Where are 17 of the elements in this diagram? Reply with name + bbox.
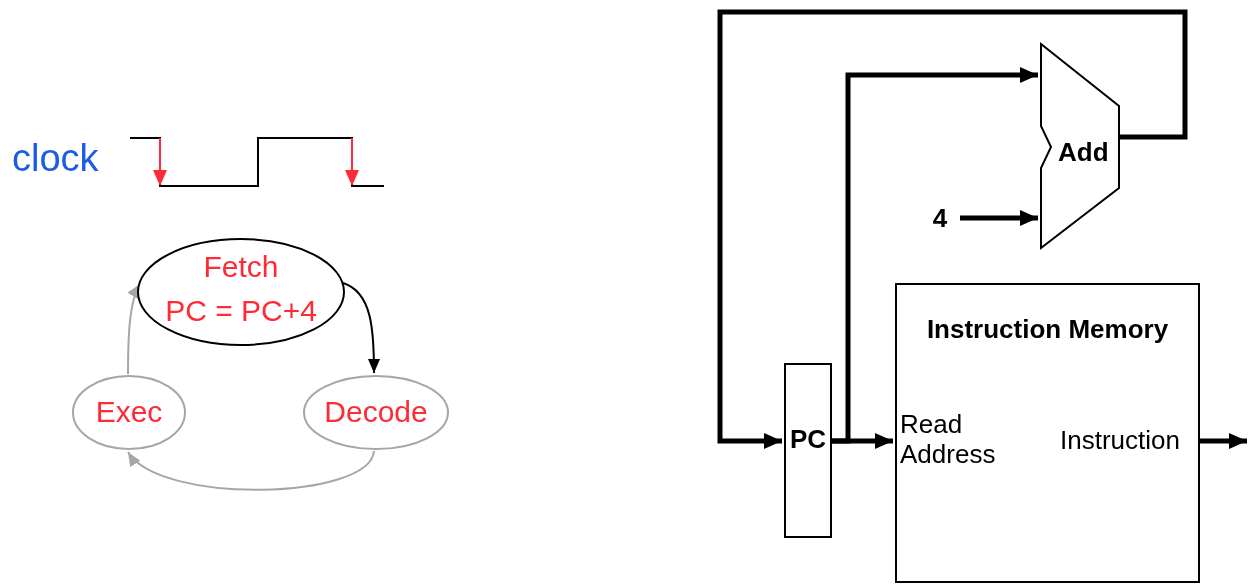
arrow: [342, 282, 380, 374]
arrow: [1200, 433, 1247, 449]
component-label: Add: [1058, 138, 1110, 168]
arrow: [127, 450, 375, 491]
state-label: Decode: [323, 395, 429, 430]
port-label: Instruction: [1060, 426, 1181, 456]
arrow: [832, 433, 893, 449]
arrow: [717, 9, 1188, 449]
port-label: Read Address: [900, 410, 997, 470]
arrow: [960, 210, 1038, 226]
block-title: Instruction Memory: [925, 315, 1170, 345]
signal-label: clock: [12, 138, 99, 180]
state-label: Fetch: [202, 250, 280, 285]
state-label: Exec: [94, 395, 164, 430]
component-label: PC: [788, 425, 828, 455]
constant-label: 4: [928, 202, 952, 234]
state-label: PC = PC+4: [164, 294, 318, 329]
